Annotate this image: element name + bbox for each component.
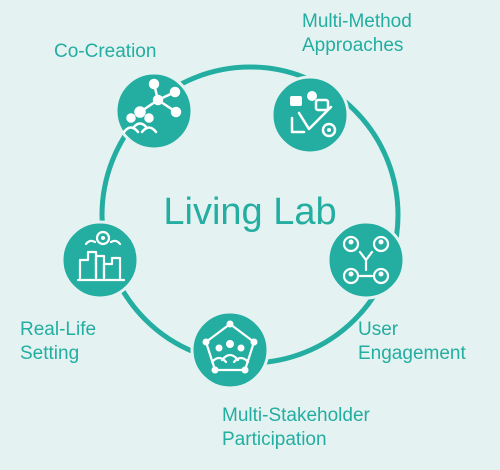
node-multi-method	[270, 75, 350, 155]
label-user-engagement: User Engagement	[358, 319, 466, 364]
node-co-creation	[114, 71, 194, 151]
city-skyline-icon	[76, 230, 126, 282]
label-real-life: Real-Life Setting	[20, 319, 97, 364]
users-exchange-icon	[342, 235, 390, 285]
node-real-life	[60, 220, 140, 300]
label-multi-method: Multi-Method Approaches	[302, 11, 412, 56]
node-multi-stakeholder	[190, 310, 270, 390]
network-people-icon	[122, 78, 182, 134]
methods-check-icon	[290, 91, 337, 138]
label-co-creation: Co-Creation	[54, 41, 157, 62]
stakeholder-pentagon-icon	[202, 320, 258, 374]
center-title: Living Lab	[163, 191, 337, 233]
node-user-engagement	[326, 220, 406, 300]
label-multi-stakeholder: Multi-Stakeholder Participation	[222, 405, 370, 450]
